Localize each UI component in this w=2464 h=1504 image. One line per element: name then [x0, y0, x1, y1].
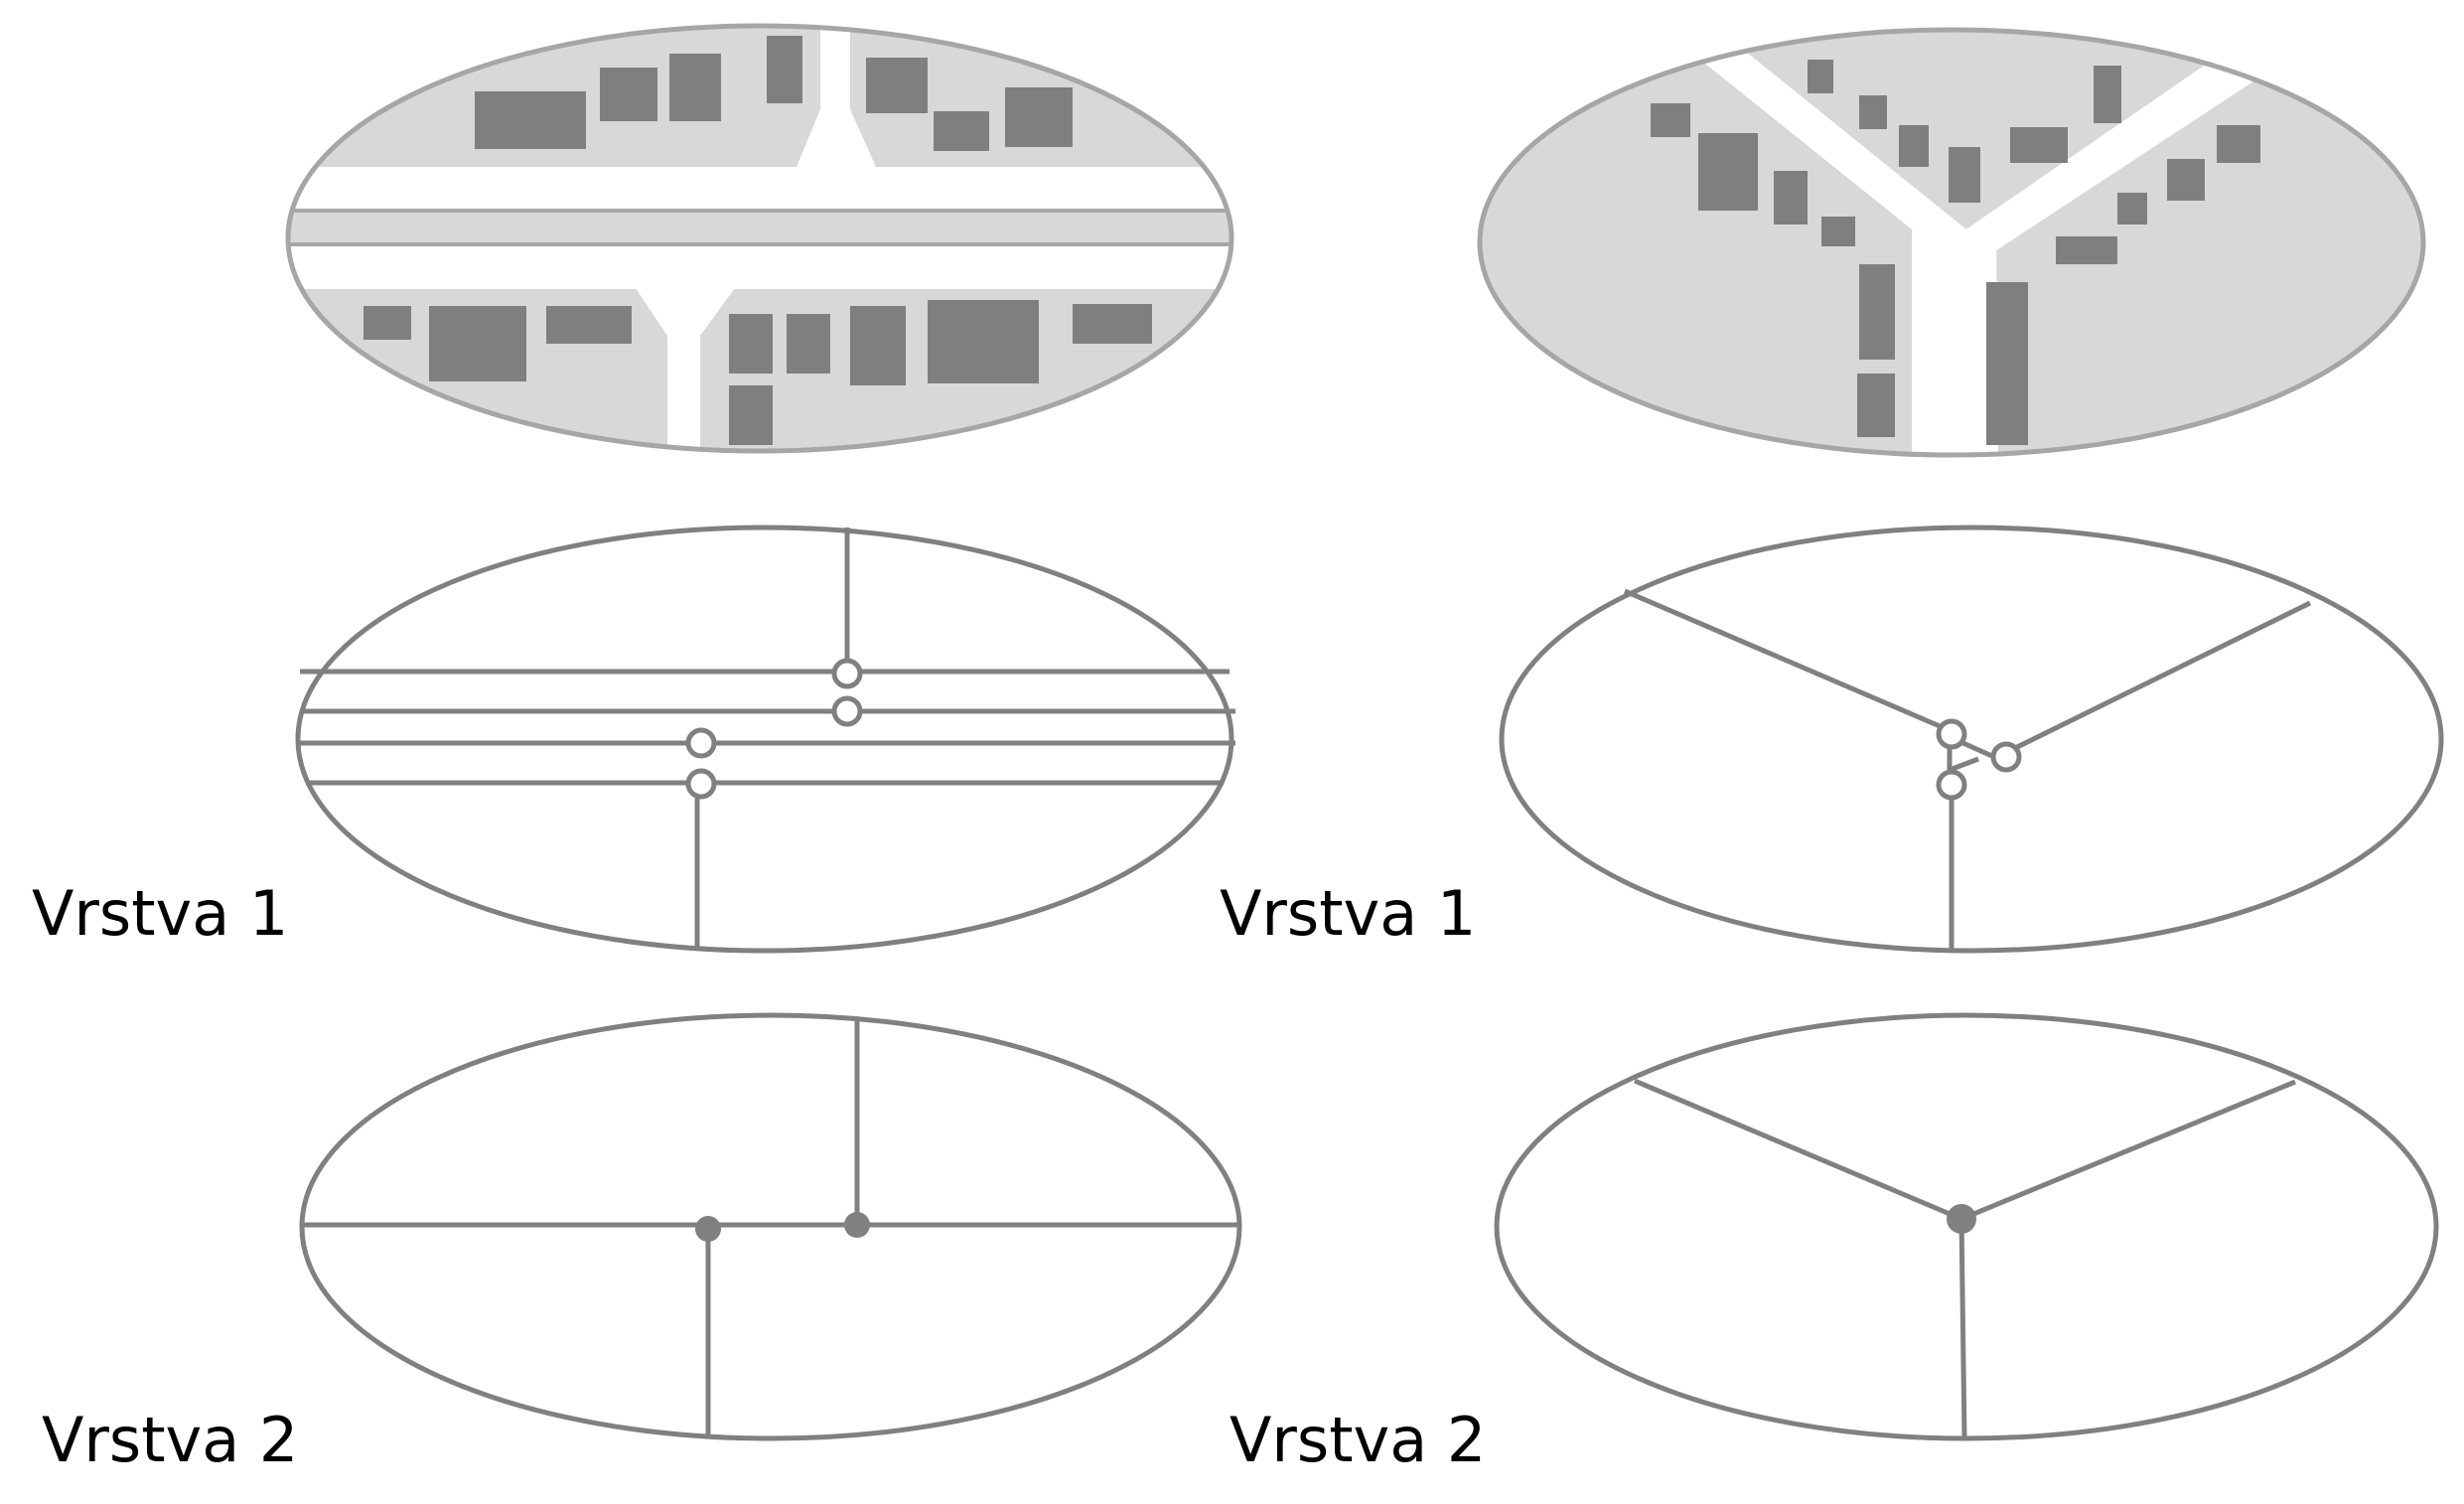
layer1-straight-graph [295, 525, 1235, 954]
node-open [1936, 769, 1967, 801]
layer1-y-graph [1499, 525, 2444, 954]
node-open [685, 727, 717, 759]
layer2-straight-graph [299, 1012, 1242, 1441]
node-open [831, 695, 863, 727]
buildings-bottom-left [363, 300, 1152, 445]
map-y-junction [1477, 27, 2426, 458]
node-open [685, 768, 717, 800]
node-filled [1947, 1204, 1976, 1234]
node-open [1990, 741, 2022, 773]
map-straight-road [285, 23, 1234, 454]
node-open [831, 658, 863, 689]
label-left-layer1: Vrstva 1 [32, 877, 288, 950]
label-left-layer2: Vrstva 2 [42, 1404, 298, 1476]
label-right-layer1: Vrstva 1 [1220, 877, 1476, 950]
node-filled [695, 1216, 721, 1242]
buildings-right [1651, 60, 2260, 445]
buildings-top-left [475, 36, 1073, 151]
label-right-layer2: Vrstva 2 [1230, 1404, 1486, 1476]
layer2-y-graph [1494, 1012, 2439, 1441]
node-filled [844, 1212, 870, 1238]
node-open [1936, 718, 1967, 750]
